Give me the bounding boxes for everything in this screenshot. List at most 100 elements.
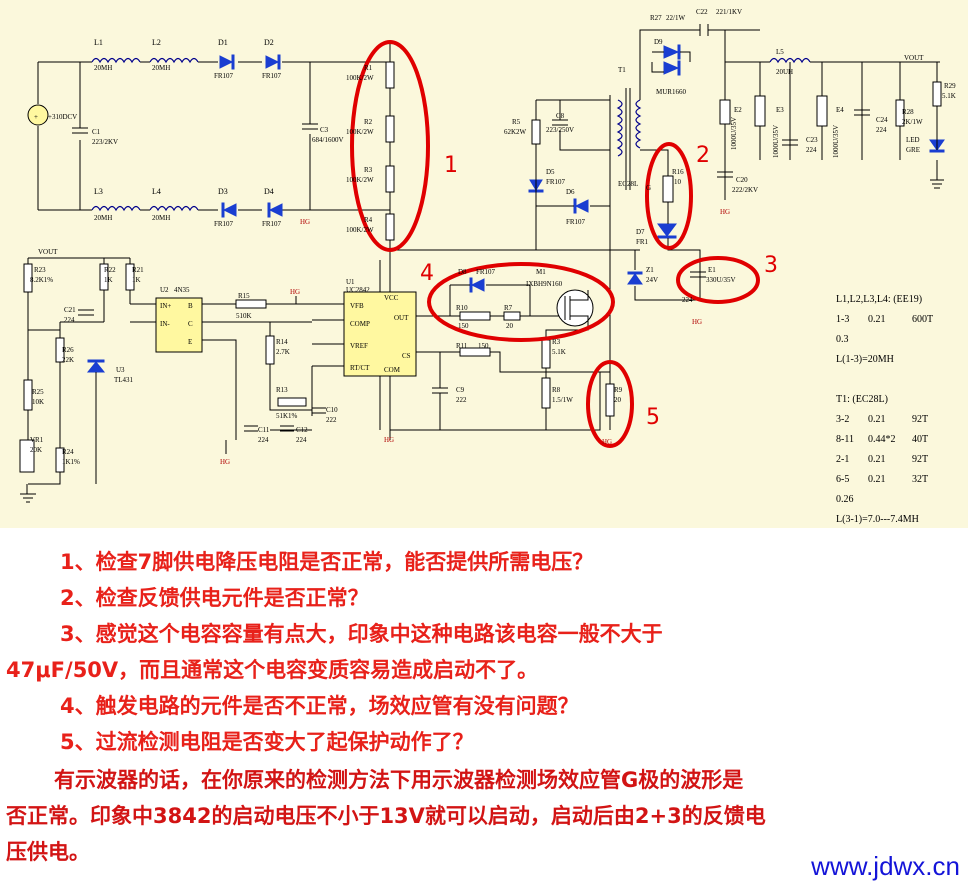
label-r14-value: 2.7K <box>276 348 290 356</box>
label-d9-value: MUR1660 <box>656 88 686 96</box>
label-c3-value: 684/1600V <box>312 136 344 144</box>
label-c10: C10 <box>326 406 338 414</box>
spec-t1-row-wire: 0.21 <box>868 474 886 485</box>
marker-ring-1 <box>350 40 430 252</box>
label-c3: C3 <box>320 126 329 134</box>
label-c11-value: 224 <box>258 436 269 444</box>
winding-spec-table: L1,L2,L3,L4: (EE19) 1-3 0.21 600T 0.3 L(… <box>836 294 933 525</box>
label-led: LED <box>906 136 920 144</box>
site-url[interactable]: www.jdwx.cn <box>811 851 960 881</box>
marker-ring-3 <box>676 256 760 304</box>
label-u1-vref: VREF <box>350 342 368 350</box>
label-r7: R7 <box>504 304 513 312</box>
label-d1-value: FR107 <box>214 72 234 80</box>
note-line-2: 2、检查反馈供电元件是否正常？ <box>60 586 369 610</box>
label-r10-value: 150 <box>458 322 469 330</box>
ground-label: HG <box>300 218 310 226</box>
ground-label: HG <box>384 436 394 444</box>
label-r25: R25 <box>32 388 44 396</box>
label-u1-cs: CS <box>402 352 411 360</box>
note-line-1: 1、检查7脚供电降压电阻是否正常，能否提供所需电压？ <box>60 550 594 574</box>
label-c22-value: 221/1KV <box>716 8 742 16</box>
label-u2-in-minus: IN- <box>160 320 170 328</box>
label-r29-value: 5.1K <box>942 92 956 100</box>
label-u3-value: TL431 <box>114 376 134 384</box>
label-d2-value: FR107 <box>262 72 282 80</box>
label-r9-value: 20 <box>614 396 622 404</box>
label-c20-value: 222/2KV <box>732 186 758 194</box>
label-l3-value: 20MH <box>94 214 112 222</box>
label-l2: L2 <box>152 38 161 47</box>
label-r21-value: 1K <box>132 276 141 284</box>
label-r29: R29 <box>944 82 956 90</box>
ground-label: HG <box>220 458 230 466</box>
label-d1: D1 <box>218 38 228 47</box>
label-vr1: VR1 <box>30 436 44 444</box>
label-c21-value: 224 <box>64 316 75 324</box>
label-r24-value: 1K1% <box>62 458 80 466</box>
label-r7-value: 20 <box>506 322 514 330</box>
note-line-9: 压供电。 <box>6 840 90 864</box>
label-e4-value: 1000U/35V <box>832 125 840 158</box>
marker-number-2: 2 <box>696 143 710 168</box>
label-u1: U1 <box>346 278 355 286</box>
label-r22: R22 <box>104 266 116 274</box>
label-e2-value: 1000U/35V <box>730 117 738 150</box>
marker-ring-2 <box>645 142 693 250</box>
ground-label: HG <box>720 208 730 216</box>
label-d3: D3 <box>218 187 228 196</box>
label-r3-value: 100K/2W <box>346 176 374 184</box>
spec-t1-row-pins: 2-1 <box>836 454 849 465</box>
c3-symbol <box>302 123 318 130</box>
label-u1-value: UC2842 <box>346 286 370 294</box>
label-r28: R28 <box>902 108 914 116</box>
gate-drive-and-sense <box>390 284 615 431</box>
label-c8: C8 <box>556 112 565 120</box>
label-r28-value: 2K/1W <box>902 118 923 126</box>
label-c23: C23 <box>806 136 818 144</box>
label-t1-value: EC28L <box>618 180 638 188</box>
label-r16-value: 10 <box>674 178 682 186</box>
label-e3: E3 <box>776 106 784 114</box>
label-z1: Z1 <box>646 266 654 274</box>
label-r4: R4 <box>364 216 373 224</box>
label-d5: D5 <box>546 168 555 176</box>
label-vr1-value: 20K <box>30 446 42 454</box>
label-c24: C24 <box>876 116 888 124</box>
spec-t1-row-turns: 92T <box>912 414 928 425</box>
label-c11: C11 <box>258 426 270 434</box>
label-c8-value: 223/250V <box>546 126 574 134</box>
note-line-5: 4、触发电路的元件是否不正常，场效应管有没有问题？ <box>60 694 579 718</box>
label-c9: C9 <box>456 386 465 394</box>
label-e4: E4 <box>836 106 844 114</box>
tl431-feedback-network <box>19 257 135 503</box>
label-source: +310DCV <box>48 113 77 121</box>
label-u1-vfb: VFB <box>350 302 364 310</box>
schematic-drawing: + <box>19 8 956 525</box>
label-r26: R26 <box>62 346 74 354</box>
label-r5-value: 62K2W <box>504 128 527 136</box>
ground-label: HG <box>692 318 702 326</box>
label-u2-e: E <box>188 338 192 346</box>
label-l4-value: 20MH <box>152 214 170 222</box>
spec-t1-row-turns: 32T <box>912 474 928 485</box>
ground-label: HG <box>602 438 612 446</box>
spec-t1-row-pins: 3-2 <box>836 414 849 425</box>
spec-inductor-row-wire: 0.21 <box>868 314 886 325</box>
label-r11-value: 150 <box>478 342 489 350</box>
label-c22: C22 <box>696 8 708 16</box>
spec-t1-row-pins: 8-11 <box>836 434 854 445</box>
label-u1-com: COM <box>384 366 401 374</box>
label-r5: R5 <box>512 118 521 126</box>
label-u2: U2 <box>160 286 169 294</box>
note-line-7: 有示波器的话，在你原来的检测方法下用示波器检测场效应管G极的波形是 <box>54 768 744 792</box>
label-r24: R24 <box>62 448 74 456</box>
label-l5: L5 <box>776 48 784 56</box>
label-r26-value: 22K <box>62 356 74 364</box>
label-u3: U3 <box>116 366 125 374</box>
label-u2-in-plus: IN+ <box>160 302 171 310</box>
label-d8-value: FR107 <box>476 268 496 276</box>
label-c1-value: 223/2KV <box>92 138 118 146</box>
label-c12-value: 224 <box>296 436 307 444</box>
label-l5-value: 20UH <box>776 68 793 76</box>
